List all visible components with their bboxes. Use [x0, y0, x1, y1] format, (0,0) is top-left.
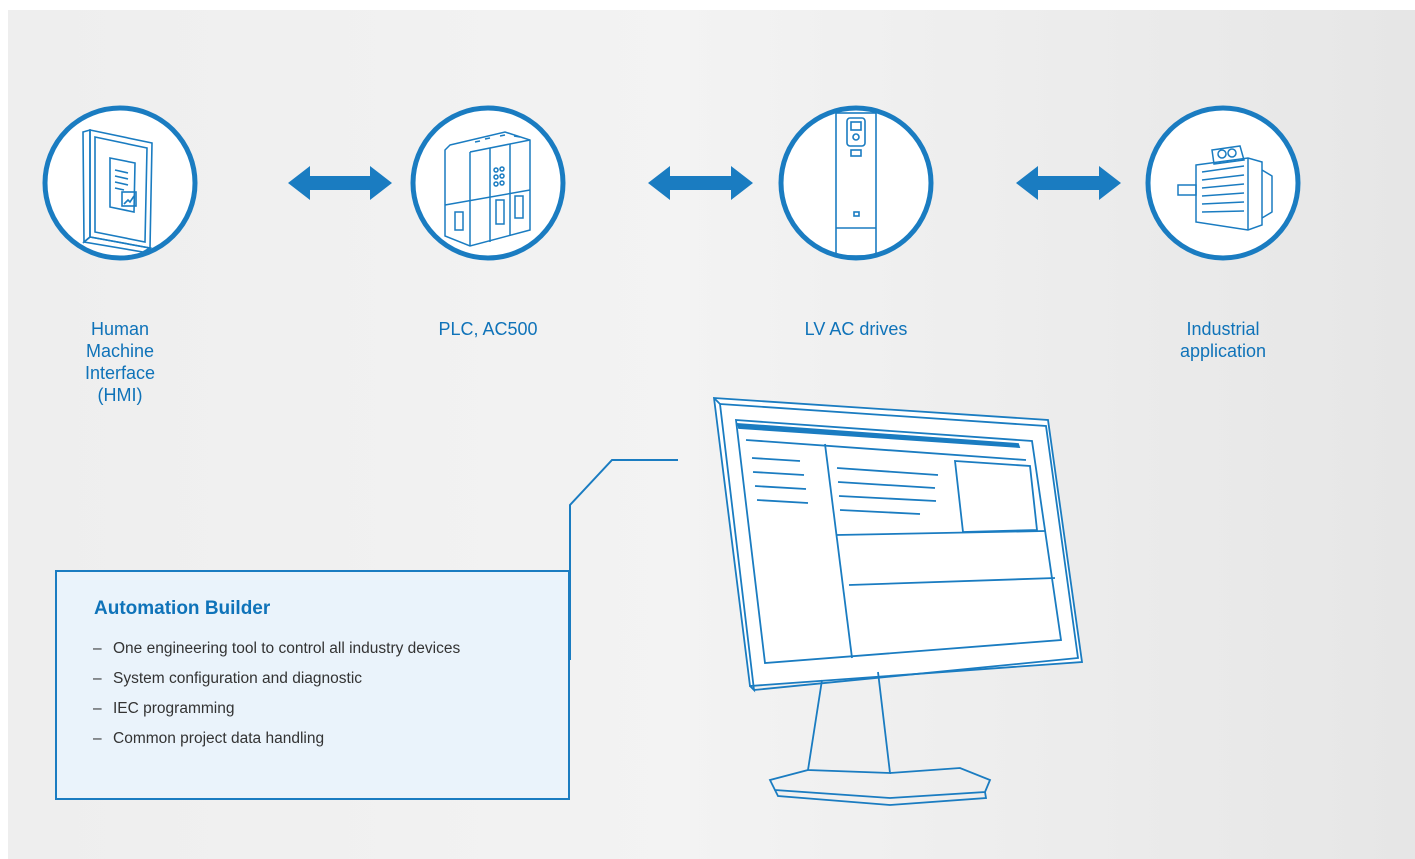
label-drive: LV AC drives: [804, 319, 908, 339]
label-motor: Industrial application: [1179, 319, 1267, 361]
callout-leader-line: [569, 459, 678, 660]
component-plc: [410, 105, 566, 261]
computer-monitor-icon: [712, 397, 1084, 806]
connector-hmi-plc: [288, 166, 392, 200]
bullet-dash: –: [93, 670, 102, 687]
list-item: –System configuration and diagnostic: [93, 664, 460, 694]
bullet-dash: –: [93, 730, 102, 747]
motor-icon: [1177, 145, 1273, 231]
label-hmi: Human Machine Interface (HMI): [84, 319, 156, 405]
callout-list: –One engineering tool to control all ind…: [93, 634, 460, 754]
label-plc: PLC, AC500: [438, 319, 538, 339]
component-drive: [778, 105, 934, 261]
list-item-text: System configuration and diagnostic: [113, 670, 363, 687]
automation-builder-callout: Automation Builder –One engineering tool…: [55, 570, 570, 800]
hmi-panel-icon: [82, 128, 153, 253]
ac-drive-icon: [835, 112, 877, 257]
component-motor: [1145, 105, 1301, 261]
bullet-dash: –: [93, 700, 102, 717]
connector-drive-motor: [1016, 166, 1121, 200]
bullet-dash: –: [93, 640, 102, 657]
component-hmi: [42, 105, 198, 261]
connector-plc-drive: [648, 166, 753, 200]
list-item: –One engineering tool to control all ind…: [93, 634, 460, 664]
list-item-text: One engineering tool to control all indu…: [113, 640, 461, 657]
plc-module-icon: [444, 131, 531, 247]
list-item: –IEC programming: [93, 694, 460, 724]
list-item-text: IEC programming: [113, 700, 235, 717]
callout-title: Automation Builder: [94, 598, 271, 619]
list-item: –Common project data handling: [93, 724, 460, 754]
list-item-text: Common project data handling: [113, 730, 325, 747]
